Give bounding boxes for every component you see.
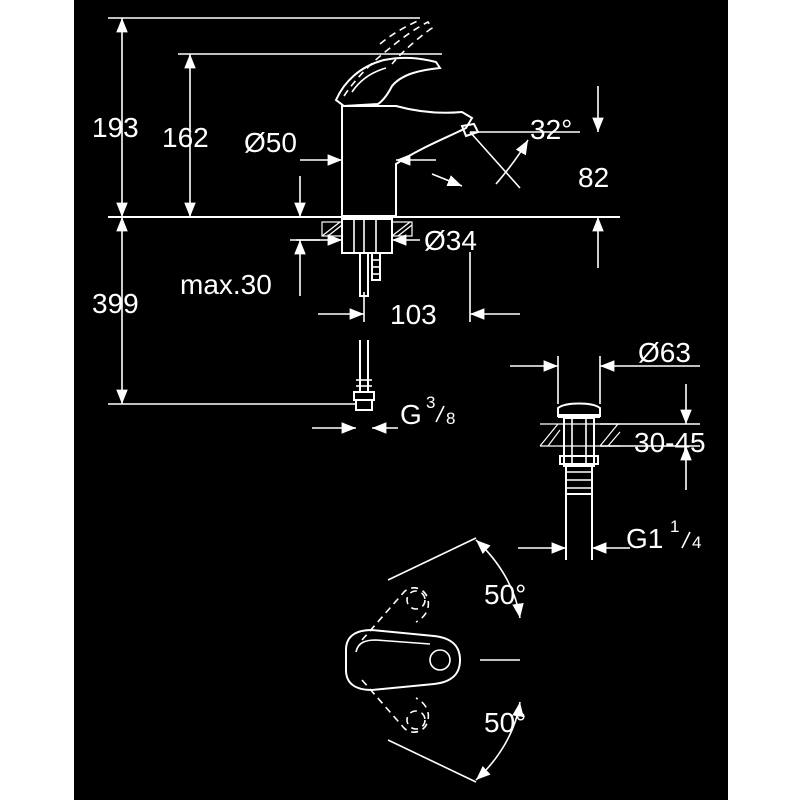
dim-max-deck: max.30 — [180, 176, 320, 300]
dim-g1-numerator: 1 — [670, 517, 679, 536]
dim-162-label: 162 — [162, 122, 209, 153]
dim-reach: 103 — [318, 252, 520, 330]
dim-diameter50-label: Ø50 — [244, 127, 297, 158]
drawing-sheet — [74, 0, 728, 800]
lever-rotated-up — [361, 587, 430, 641]
dim-103-label: 103 — [390, 299, 437, 330]
dim-g-numerator: 3 — [426, 393, 435, 412]
lever-top-outline — [345, 628, 462, 692]
lever-handle — [334, 56, 442, 108]
dim-diameter34-label: Ø34 — [424, 225, 477, 256]
dim-body-height: 162 — [162, 53, 442, 217]
dim-193-label: 193 — [92, 112, 139, 143]
dim-body-diameter: Ø50 — [244, 127, 436, 166]
lever-raised-outline — [343, 20, 434, 97]
dim-connection-thread: G 3 8 — [312, 393, 455, 434]
dim-g-denominator: 8 — [446, 409, 455, 428]
dim-30-45-label: 30-45 — [634, 427, 706, 458]
dim-g-label: G — [400, 399, 422, 430]
dim-waste-range: 30-45 — [600, 384, 706, 490]
dim-spout-angle: 32° — [431, 114, 580, 189]
dim-82-label: 82 — [578, 162, 609, 193]
dim-g1-denominator: 4 — [692, 533, 701, 552]
dim-overall-height: 193 — [92, 17, 420, 217]
faucet-side-view — [108, 19, 620, 411]
dim-tail-length: 399 — [92, 217, 356, 405]
dim-32deg-label: 32° — [530, 114, 572, 145]
dim-399-label: 399 — [92, 288, 139, 319]
dim-diameter63-label: Ø63 — [638, 337, 691, 368]
dim-50deg-bottom-label: 50° — [484, 707, 526, 738]
faucet-body — [341, 105, 474, 217]
dim-max30-label: max.30 — [180, 269, 272, 300]
dim-shank-diameter: Ø34 — [296, 225, 477, 256]
dim-waste-diameter: Ø63 — [510, 337, 700, 404]
dim-spout-height: 82 — [578, 86, 609, 268]
dim-g1-label: G1 — [626, 523, 663, 554]
waste-assembly — [539, 402, 621, 560]
dim-50deg-top-label: 50° — [484, 579, 526, 610]
faucet-top-view: 50° 50° — [345, 537, 526, 783]
dim-waste-thread: G1 1 4 — [518, 517, 701, 554]
lever-rotated-down — [361, 679, 430, 733]
